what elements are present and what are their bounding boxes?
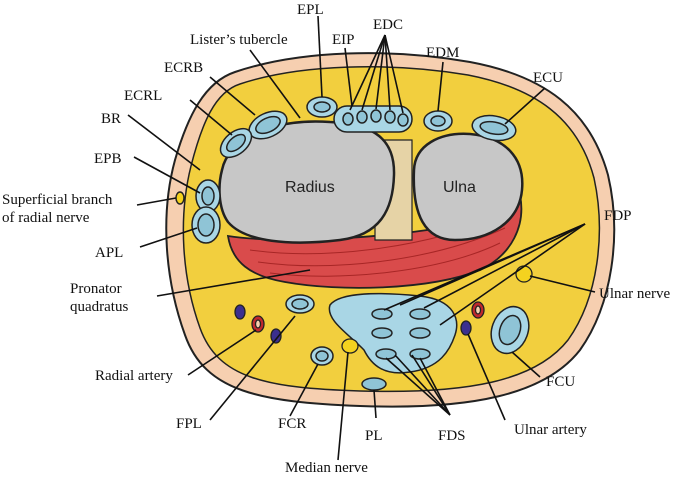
label-edc: EDC bbox=[373, 17, 403, 33]
label-br: BR bbox=[101, 111, 121, 127]
label-pl: PL bbox=[365, 428, 383, 444]
label-ecrb: ECRB bbox=[164, 60, 203, 76]
label-epl: EPL bbox=[297, 2, 324, 18]
label-ulnar-nerve: Ulnar nerve bbox=[599, 286, 671, 302]
flexor-tendons bbox=[285, 292, 530, 391]
label-fdp: FDP bbox=[604, 208, 632, 224]
label-radial-artery: Radial artery bbox=[95, 368, 173, 384]
superficial-radial-nerve bbox=[175, 191, 185, 205]
ulna-label: Ulna bbox=[443, 179, 476, 196]
label-ecu: ECU bbox=[533, 70, 563, 86]
radius-label: Radius bbox=[285, 179, 335, 196]
leader-lines bbox=[127, 15, 596, 461]
label-pronator-line2: quadratus bbox=[70, 299, 128, 315]
radius-bone bbox=[218, 120, 396, 244]
label-pronator-line1: Pronator bbox=[70, 281, 122, 297]
neurovascular-structures bbox=[234, 265, 533, 354]
label-fcu: FCU bbox=[546, 374, 575, 390]
label-eip: EIP bbox=[332, 32, 355, 48]
first-compartment bbox=[175, 179, 221, 244]
label-epb: EPB bbox=[94, 151, 122, 167]
pl-tendon bbox=[361, 377, 387, 391]
label-ecrl: ECRL bbox=[124, 88, 162, 104]
radial-vein-2 bbox=[270, 328, 282, 344]
label-fpl: FPL bbox=[176, 416, 202, 432]
label-superficial-branch-line1: Superficial branch bbox=[2, 192, 113, 208]
radial-vein-1 bbox=[234, 304, 246, 320]
label-median-nerve: Median nerve bbox=[285, 460, 368, 476]
median-nerve bbox=[341, 338, 359, 354]
label-fds: FDS bbox=[438, 428, 466, 444]
label-edm: EDM bbox=[426, 45, 459, 61]
label-superficial-branch-line2: of radial nerve bbox=[2, 210, 90, 226]
label-listers-tubercle: Lister’s tubercle bbox=[190, 32, 288, 48]
extensor-tendons bbox=[219, 96, 517, 159]
label-ulnar-artery: Ulnar artery bbox=[514, 422, 587, 438]
ulna-bone bbox=[412, 132, 524, 242]
ulnar-vein-1 bbox=[460, 320, 472, 336]
ulnar-nerve bbox=[515, 265, 533, 283]
label-apl: APL bbox=[95, 245, 123, 261]
label-fcr: FCR bbox=[278, 416, 306, 432]
